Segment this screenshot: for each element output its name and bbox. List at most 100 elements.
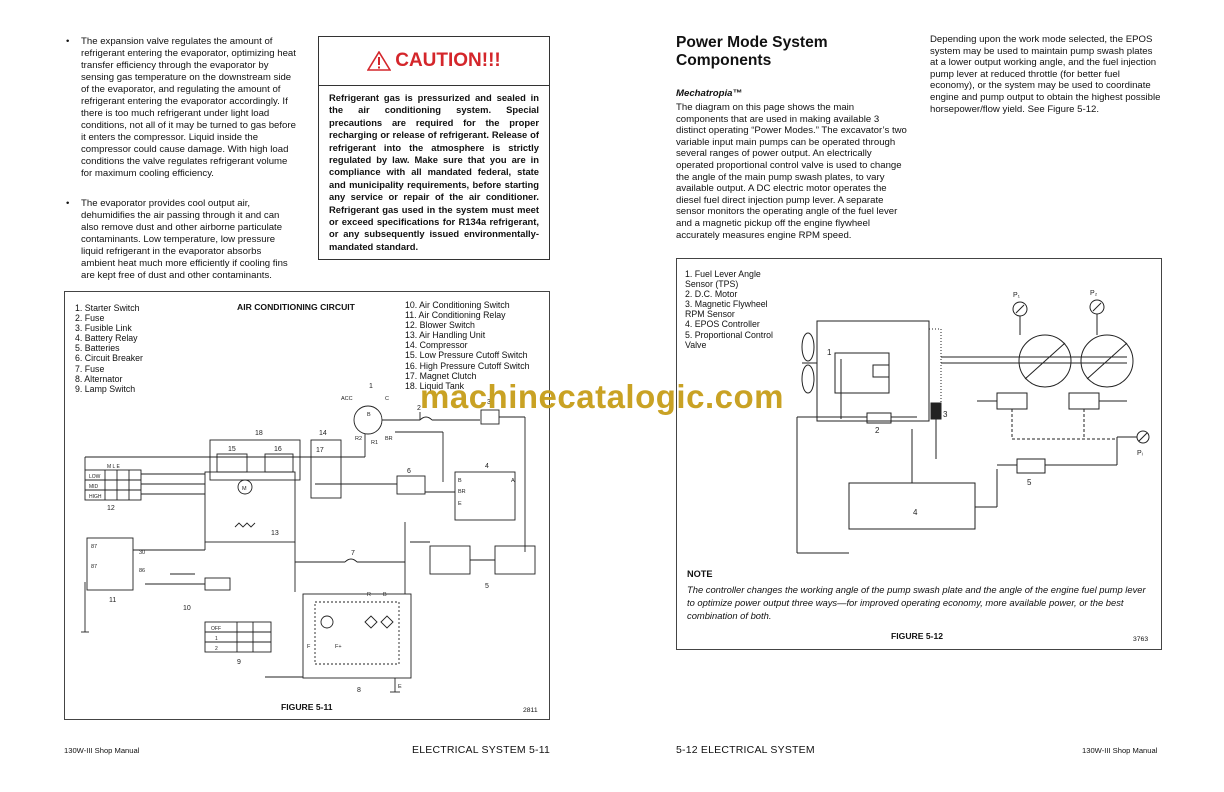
svg-text:30: 30 — [139, 550, 145, 556]
legend-item: 3. Fusible Link — [75, 323, 132, 334]
svg-text:1: 1 — [827, 348, 832, 357]
figure-5-12-legend: 1. Fuel Lever Angle Sensor (TPS) 2. D.C.… — [685, 269, 773, 350]
svg-text:2: 2 — [875, 426, 880, 435]
figure-5-12-caption: FIGURE 5-12 — [891, 631, 944, 641]
legend-item: RPM Sensor — [685, 309, 735, 320]
svg-text:4: 4 — [913, 508, 918, 517]
legend-item: 9. Lamp Switch — [75, 383, 136, 394]
svg-text:15: 15 — [228, 446, 236, 453]
svg-text:3: 3 — [487, 399, 491, 406]
svg-text:B: B — [458, 478, 462, 484]
svg-text:ACC: ACC — [341, 396, 353, 402]
legend-item: 10. Air Conditioning Switch — [405, 300, 510, 310]
footer-left-manual: 130W-III Shop Manual — [64, 746, 140, 755]
legend-item: Valve — [685, 339, 707, 350]
svg-text:P₁: P₁ — [1013, 292, 1021, 299]
warning-triangle-icon — [367, 51, 392, 71]
legend-item: 12. Blower Switch — [405, 320, 475, 331]
page-heading-line2: Components — [676, 52, 772, 69]
svg-text:16: 16 — [274, 446, 282, 453]
svg-text:B: B — [367, 412, 371, 418]
figure-5-11-legend-a: 1. Starter Switch 2. Fuse 3. Fusible Lin… — [75, 303, 143, 394]
svg-text:9: 9 — [237, 659, 241, 666]
paragraph-work-mode: Depending upon the work mode selected, t… — [930, 34, 1161, 115]
svg-text:5: 5 — [485, 583, 489, 590]
figure-5-12-box: 1. Fuel Lever Angle Sensor (TPS) 2. D.C.… — [676, 258, 1162, 650]
paragraph-components: The diagram on this page shows the main … — [676, 102, 907, 241]
svg-text:LOW: LOW — [89, 474, 101, 480]
svg-text:1: 1 — [215, 636, 218, 642]
legend-item: 2. Fuse — [75, 313, 105, 324]
legend-item: Sensor (TPS) — [685, 279, 739, 290]
note-text: The controller changes the working angle… — [687, 584, 1146, 621]
svg-text:18: 18 — [255, 430, 263, 437]
svg-text:87: 87 — [91, 544, 97, 550]
footer-right-section: 5-12 ELECTRICAL SYSTEM — [676, 744, 815, 756]
svg-text:86: 86 — [139, 568, 145, 574]
legend-item: 4. Battery Relay — [75, 333, 138, 344]
svg-text:7: 7 — [351, 550, 355, 557]
bullet-text: The expansion valve regulates the amount… — [81, 36, 296, 179]
subheading-mechatropia: Mechatropia™ — [676, 88, 743, 99]
svg-text:A: A — [511, 478, 515, 484]
bullet-text: The evaporator provides cool output air,… — [81, 198, 288, 281]
svg-text:4: 4 — [485, 463, 489, 470]
footer-left-section: ELECTRICAL SYSTEM 5-11 — [412, 744, 551, 756]
svg-text:14: 14 — [319, 430, 327, 437]
svg-text:2: 2 — [215, 646, 218, 652]
legend-item: 11. Air Conditioning Relay — [405, 310, 506, 321]
legend-item: 2. D.C. Motor — [685, 289, 738, 300]
caution-title: CAUTION!!! — [395, 50, 501, 71]
svg-text:BR: BR — [458, 489, 466, 495]
legend-item: 18. Liquid Tank — [405, 380, 465, 391]
svg-text:87: 87 — [91, 564, 97, 570]
svg-text:E: E — [458, 501, 462, 507]
air-conditioning-circuit-diagram: 1 ACC C B R2 R1 BR 2 3 4 B BR E A 6 7 — [81, 383, 536, 694]
footer-right-manual: 130W-III Shop Manual — [1082, 746, 1158, 755]
legend-item: 1. Fuel Lever Angle — [685, 269, 761, 279]
svg-text:1: 1 — [369, 383, 373, 390]
note-title: NOTE — [687, 569, 713, 579]
figure-5-11-box: 1. Starter Switch 2. Fuse 3. Fusible Lin… — [64, 291, 550, 720]
svg-text:BR: BR — [385, 436, 393, 442]
svg-text:3: 3 — [943, 410, 948, 419]
svg-text:F+: F+ — [335, 644, 342, 650]
svg-text:2: 2 — [417, 405, 421, 412]
svg-text:OFF: OFF — [211, 626, 221, 632]
svg-text:R2: R2 — [355, 436, 362, 442]
caution-box: CAUTION!!! Refrigerant gas is pressurize… — [318, 36, 550, 260]
svg-text:10: 10 — [183, 605, 191, 612]
svg-text:6: 6 — [407, 468, 411, 475]
svg-text:M: M — [242, 486, 247, 492]
power-mode-system-diagram: 1 2 3 4 5 P₁ P₂ Pᵢ — [796, 290, 1150, 554]
bullet-expansion-valve: • The expansion valve regulates the amou… — [66, 36, 298, 180]
svg-text:HIGH: HIGH — [89, 494, 102, 500]
svg-text:5: 5 — [1027, 478, 1032, 487]
svg-text:11: 11 — [109, 597, 116, 604]
legend-item: 17. Magnet Clutch — [405, 370, 477, 381]
bullet-dot: • — [66, 36, 70, 47]
svg-text:17: 17 — [316, 447, 324, 454]
figure-5-11-title: AIR CONDITIONING CIRCUIT — [237, 302, 355, 312]
caution-header: CAUTION!!! — [319, 37, 549, 86]
svg-text:B: B — [383, 592, 387, 598]
svg-text:M L E: M L E — [107, 464, 121, 470]
legend-item: 8. Alternator — [75, 373, 123, 384]
watermark-text: machinecatalogic.com — [420, 378, 784, 415]
legend-item: 14. Compressor — [405, 340, 468, 351]
svg-text:13: 13 — [271, 530, 279, 537]
svg-text:E: E — [398, 684, 402, 690]
figure-5-11-number: 2811 — [523, 707, 538, 714]
svg-text:P₂: P₂ — [1090, 290, 1098, 297]
figure-5-11-caption: FIGURE 5-11 — [281, 702, 333, 712]
svg-text:8: 8 — [357, 687, 361, 694]
svg-text:12: 12 — [107, 505, 115, 512]
caution-text: Refrigerant gas is pressurized and seale… — [329, 92, 539, 252]
figure-5-12-number: 3763 — [1133, 636, 1149, 643]
svg-text:C: C — [385, 396, 389, 402]
svg-text:R: R — [367, 592, 371, 598]
legend-item: 16. High Pressure Cutoff Switch — [405, 360, 530, 371]
bullet-evaporator: • The evaporator provides cool output ai… — [66, 198, 298, 282]
svg-text:R1: R1 — [371, 440, 378, 446]
legend-item: 13. Air Handling Unit — [405, 330, 486, 341]
